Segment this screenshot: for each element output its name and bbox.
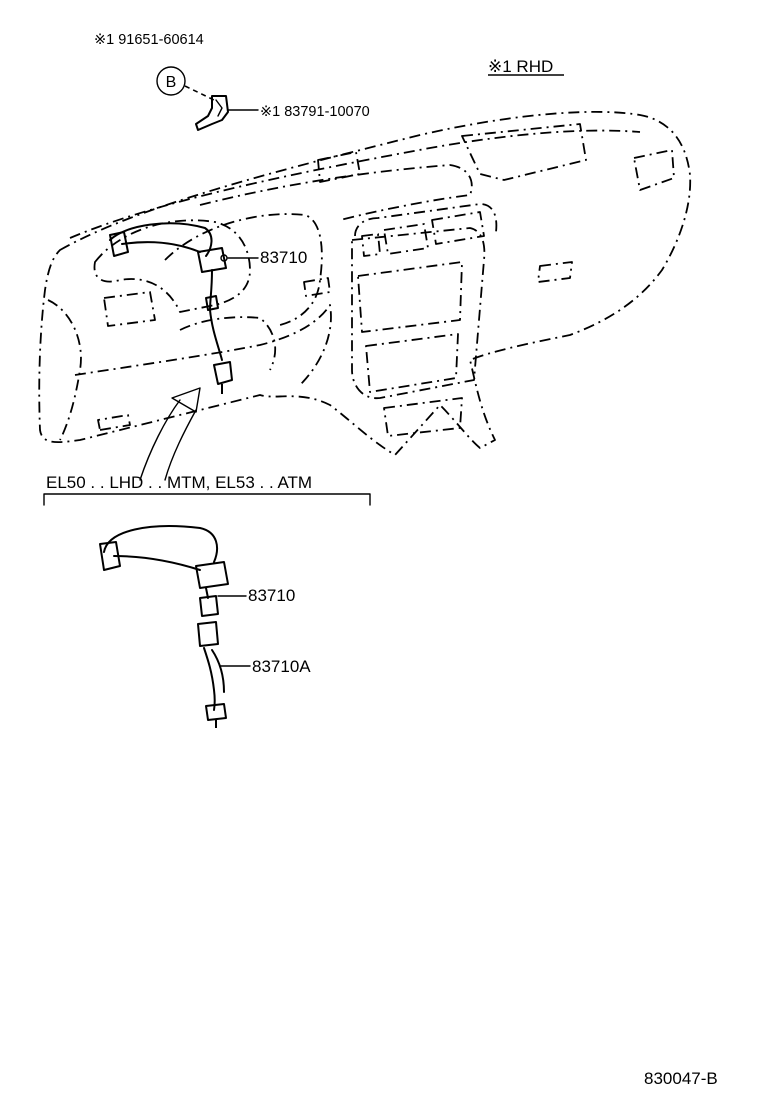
callout-marker-b: B (166, 74, 177, 91)
instrument-panel-illustration: 83710 (38, 110, 692, 481)
variant-header: EL50 . . LHD . . MTM, EL53 . . ATM (46, 473, 312, 492)
bracket-callout: ※1 91651-60614 B ※1 83791-10070 ※1 RHD (94, 32, 564, 131)
region-label-rhd: ※1 RHD (488, 57, 553, 76)
label-cable-extension: 83710A (252, 657, 311, 676)
label-bracket: ※1 83791-10070 (260, 104, 370, 120)
variant-bracket-line (43, 493, 371, 506)
speedometer-cable-upper (109, 222, 213, 257)
vent-right (633, 149, 675, 191)
vent-left (103, 291, 156, 327)
figure-code: 830047-B (644, 1069, 718, 1088)
variant-section: EL50 . . LHD . . MTM, EL53 . . ATM 83710… (43, 473, 371, 728)
label-cable-upper: 83710 (260, 248, 307, 267)
cluster-hood (93, 219, 251, 313)
label-cable-lower: 83710 (248, 586, 295, 605)
speedometer-cable-variant (103, 525, 218, 563)
label-bracket-bolt: ※1 91651-60614 (94, 32, 204, 48)
bracket-part (195, 95, 229, 131)
cable-connector-variant (195, 561, 229, 589)
dashboard-outline (38, 110, 692, 456)
center-stack (351, 227, 486, 399)
cable-gear-end-upper (213, 361, 233, 385)
callout-circle-b (156, 66, 186, 96)
defroster-vent (461, 123, 587, 181)
glovebox-handle (537, 261, 573, 283)
extension-gear-end (197, 621, 219, 647)
cable-gear-end (199, 595, 219, 617)
vent-center-top (317, 151, 361, 183)
extension-end (205, 703, 227, 721)
cable-connector-upper (197, 247, 227, 273)
bracket-leader-dashed (184, 85, 215, 101)
